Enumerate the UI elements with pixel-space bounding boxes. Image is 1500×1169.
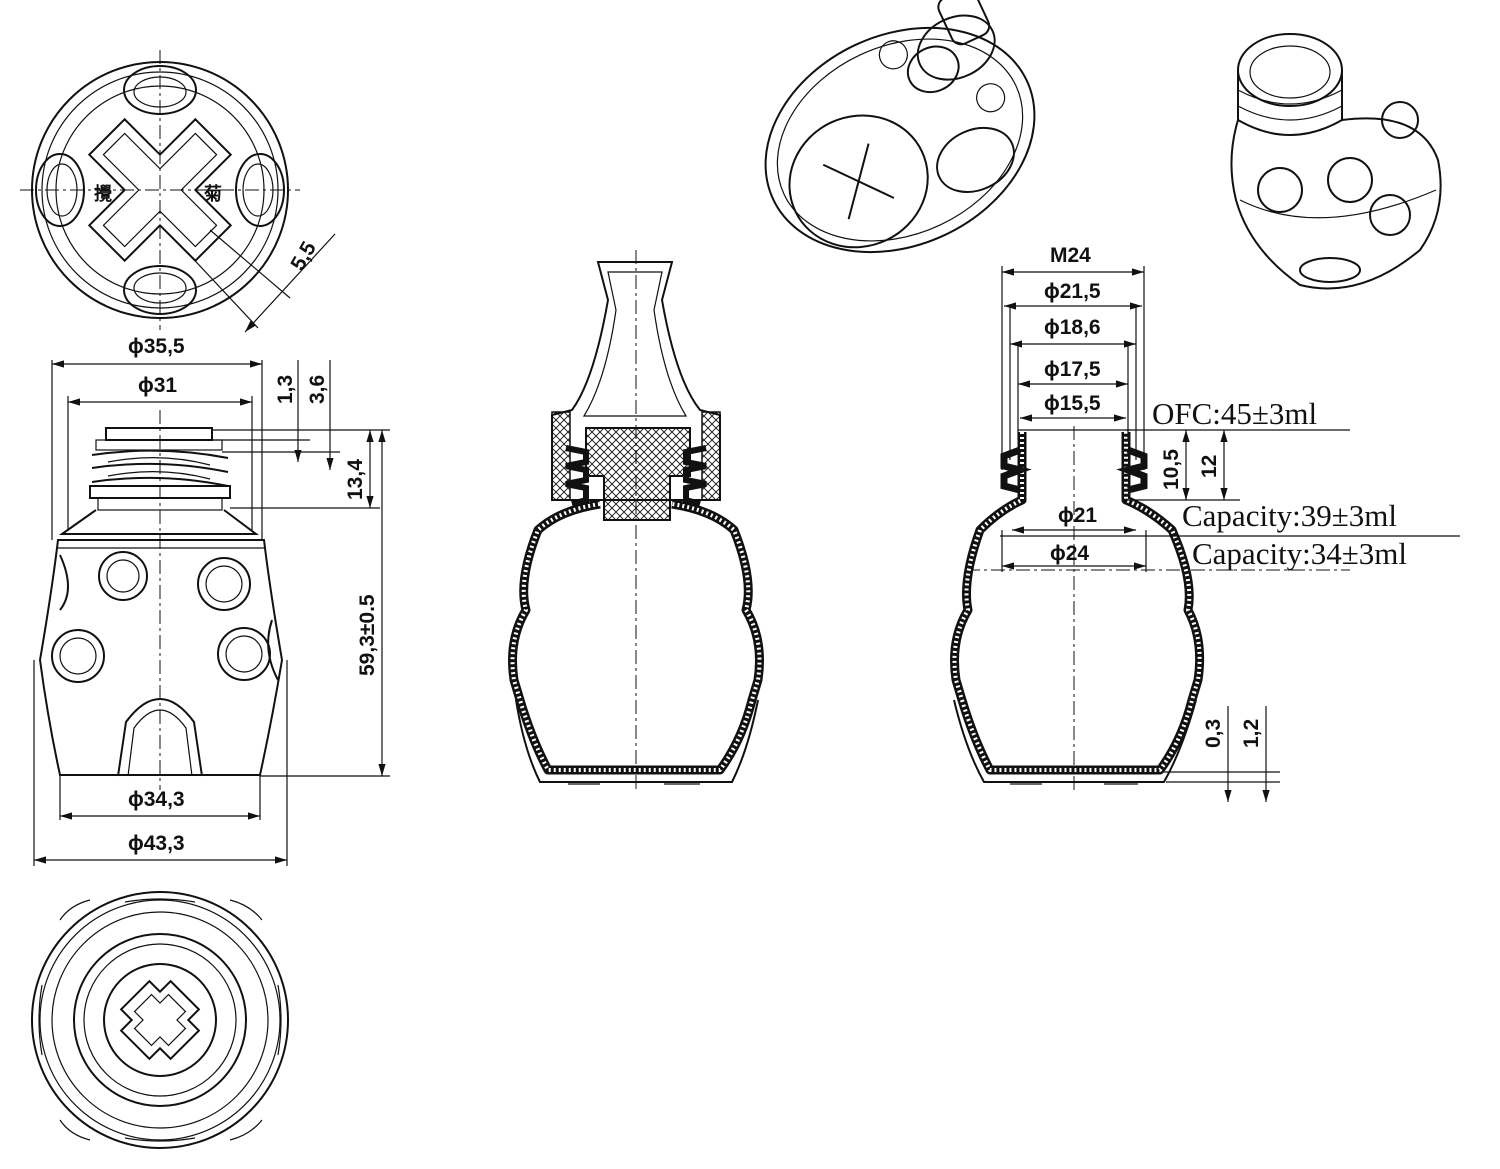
dim-base-outer: ϕ43,3 <box>128 832 185 855</box>
dim-h-b: 12 <box>1198 455 1221 478</box>
capacity-2-label: Capacity:34±3ml <box>1192 536 1407 571</box>
dim-d4: ϕ15,5 <box>1044 392 1101 415</box>
dim-outer-top: ϕ35,5 <box>128 335 185 358</box>
dim-h1: 1,3 <box>274 375 297 404</box>
dim-h2: 3,6 <box>306 375 329 404</box>
dim-d6: ϕ24 <box>1050 542 1089 565</box>
bottom-view <box>31 891 289 1149</box>
section-with-cap <box>508 250 764 790</box>
dim-thread: M24 <box>1050 244 1091 267</box>
front-view: ϕ34,3 ϕ43,3 ϕ35,5 ϕ31 1,3 3,6 13,4 59,3±… <box>33 335 390 866</box>
dim-total-height: 59,3±0.5 <box>356 594 379 676</box>
dim-d2: ϕ18,6 <box>1044 316 1101 339</box>
top-view: 攪 菊 5,5 <box>20 50 336 333</box>
isometric-view-2 <box>1230 33 1442 290</box>
section-bottle: M24 ϕ21,5 ϕ18,6 ϕ17,5 ϕ15,5 ϕ21 ϕ24 10,5… <box>950 244 1460 802</box>
dim-d1: ϕ21,5 <box>1044 280 1101 303</box>
dim-h-a: 10,5 <box>1160 449 1183 490</box>
dim-h3: 13,4 <box>344 459 367 500</box>
flower-cutouts <box>51 551 279 683</box>
dim-base-inner: ϕ34,3 <box>128 788 185 811</box>
top-glyph-right: 菊 <box>204 183 222 205</box>
dim-d3: ϕ17,5 <box>1044 358 1101 381</box>
isometric-view-1 <box>764 0 1036 254</box>
dim-rib: 5,5 <box>286 237 321 274</box>
ofc-label: OFC:45±3ml <box>1152 396 1317 431</box>
dim-base-b: 1,2 <box>1240 719 1263 748</box>
capacity-1-label: Capacity:39±3ml <box>1182 498 1397 533</box>
dim-neck: ϕ31 <box>138 374 177 397</box>
top-glyph-left: 攪 <box>94 183 112 205</box>
dim-d5: ϕ21 <box>1058 504 1097 527</box>
dim-base-a: 0,3 <box>1202 719 1225 748</box>
